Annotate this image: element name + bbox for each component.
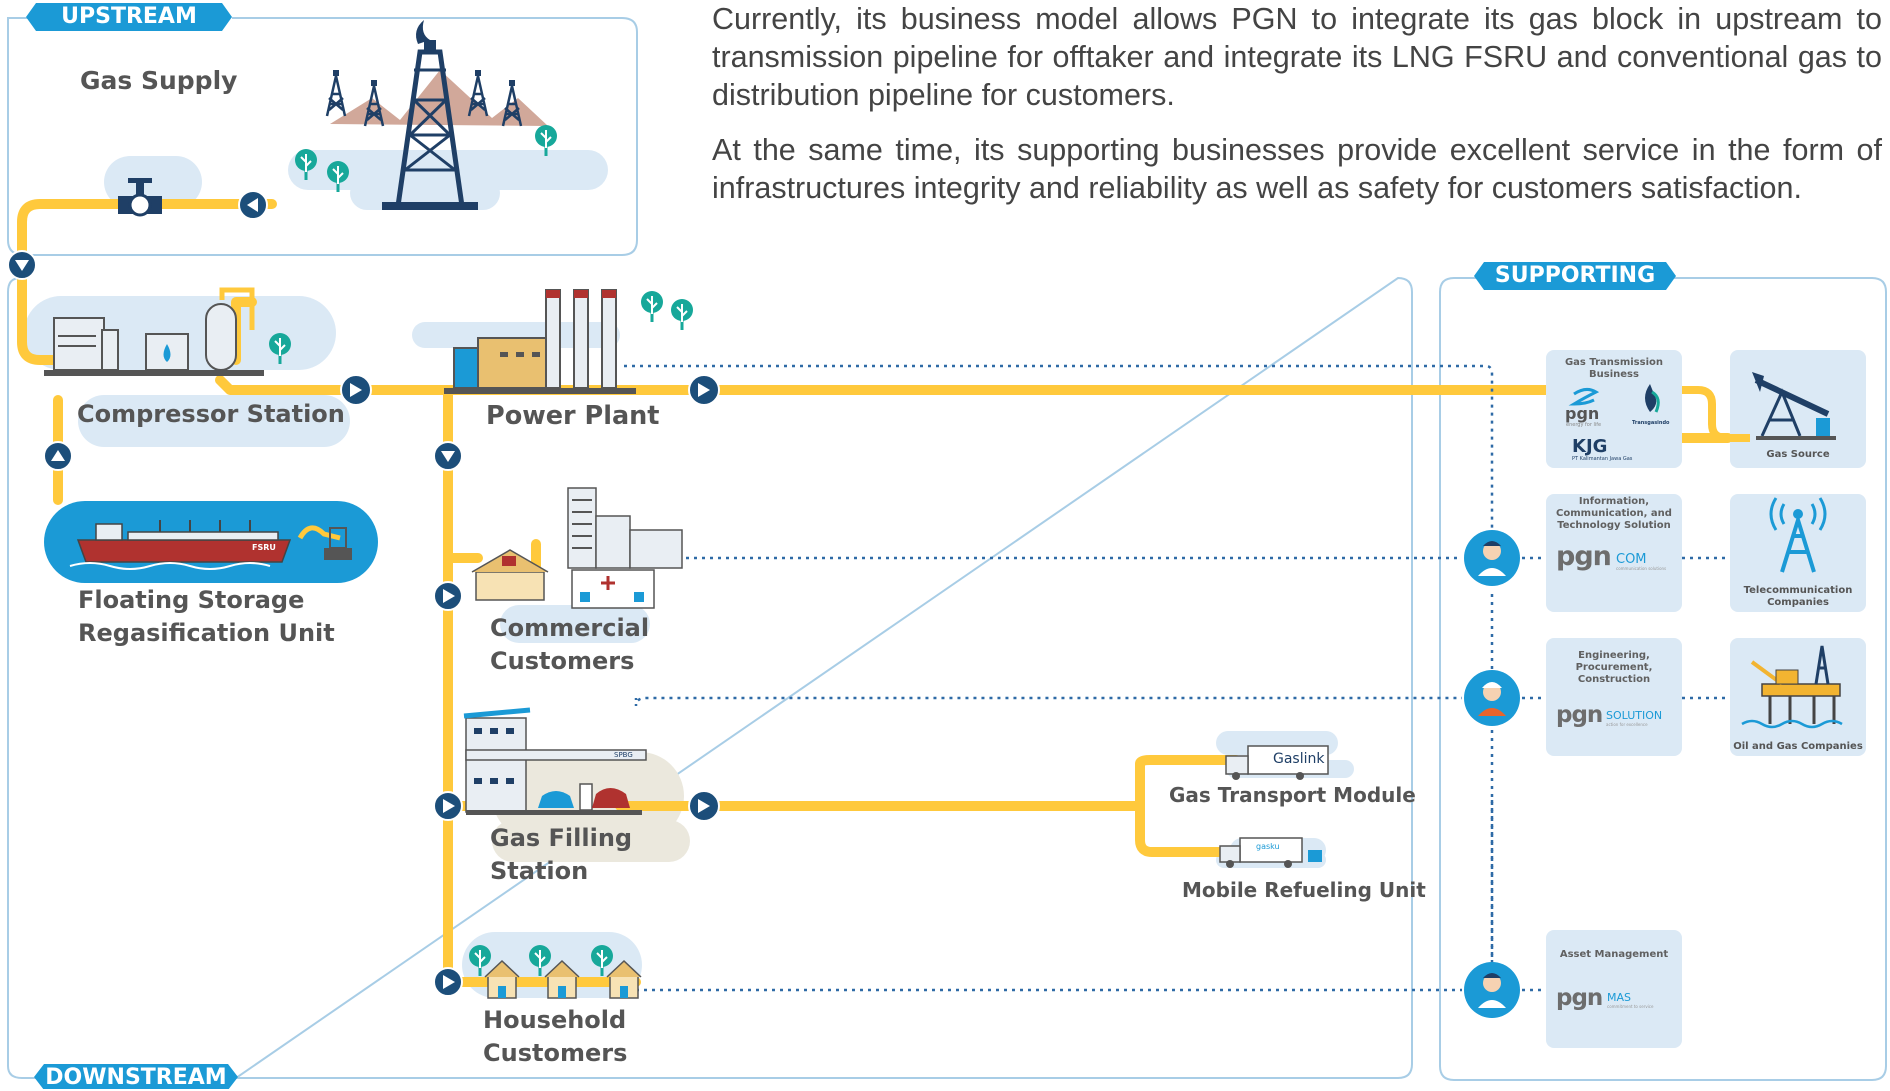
flow-arrow-left	[238, 190, 268, 220]
gaslink-truck-illustration	[1225, 745, 1329, 780]
pgnmas-tagline: commitment to service	[1607, 1004, 1654, 1009]
pgncom-suffix: COM	[1616, 552, 1647, 567]
fsru-hull-text: FSRU	[252, 543, 276, 552]
flow-arrow-down-upstream	[7, 250, 37, 280]
gas-source-label: Gas Source	[1766, 449, 1830, 460]
background-blobs	[24, 150, 1354, 998]
intro-text: Currently, its business model allows PGN…	[712, 0, 1882, 224]
pgnsolution-tagline: action for excellence	[1606, 722, 1648, 727]
transgasindo-logo-icon	[1645, 384, 1660, 413]
pgnmas-brand: pgn	[1556, 985, 1603, 1011]
transmission-card-title: Gas Transmission Business	[1564, 357, 1664, 380]
supporting-badge	[1474, 262, 1676, 290]
spbg-sign-text: SPBG	[614, 751, 633, 759]
service-dotted-lines	[624, 364, 1730, 1018]
flow-arrow-right-transport	[688, 790, 720, 822]
mobile-refueling-unit-label: Mobile Refueling Unit	[1182, 878, 1426, 902]
commercial-customers-label: Commercial Customers	[490, 614, 650, 675]
downstream-badge	[34, 1064, 238, 1089]
downstream-frame	[7, 276, 1413, 1079]
flow-arrow-right-commercial	[433, 581, 463, 611]
flow-arrow-up-fsru	[43, 441, 73, 471]
pgncom-tagline: communication solutions	[1616, 566, 1667, 571]
intro-paragraph-1: Currently, its business model allows PGN…	[712, 2, 1882, 112]
commercial-buildings-illustration	[471, 487, 683, 609]
power-plant-label: Power Plant	[486, 401, 660, 431]
telecommunication-companies-label: Telecommunication Companies	[1743, 585, 1853, 608]
flow-arrow-down-distribution	[433, 441, 463, 471]
downstream-label: DOWNSTREAM	[45, 1065, 227, 1090]
fsru-label: Floating Storage Regasification Unit	[78, 586, 335, 647]
pgnmas-suffix: MAS	[1607, 991, 1631, 1004]
gas-transport-module-label: Gas Transport Module	[1169, 783, 1416, 807]
valve-icon	[118, 178, 162, 217]
flow-arrow-right-household	[433, 967, 463, 997]
power-plant-illustration	[444, 289, 694, 394]
supporting-frame	[1439, 277, 1887, 1081]
gasku-truck-text: gasku	[1256, 842, 1280, 851]
gas-field-illustration	[294, 20, 558, 210]
pgn-wordmark: pgn	[1565, 404, 1600, 423]
flow-arrow-right-transmission	[688, 374, 720, 406]
gas-filling-station-label: Gas Filling Station	[490, 824, 633, 885]
mobile-refueling-truck-illustration	[1219, 837, 1322, 868]
support-staff-icon-ict	[1464, 530, 1520, 586]
pipeline-into-gas-source	[1682, 386, 1750, 442]
offshore-platform-icon	[1741, 645, 1843, 729]
oil-and-gas-companies-label: Oil and Gas Companies	[1733, 741, 1863, 752]
ict-card-title: Information, Communication, and Technolo…	[1556, 496, 1672, 531]
upstream-label: UPSTREAM	[61, 4, 197, 29]
supporting-label: SUPPORTING	[1494, 263, 1656, 288]
pgncom-brand: pgn	[1556, 541, 1612, 572]
upstream-badge	[26, 3, 232, 31]
flow-arrow-right-compressor	[340, 374, 372, 406]
telecom-tower-icon	[1769, 497, 1827, 573]
pgn-logo-icon	[1568, 387, 1600, 406]
gas-filling-station-illustration	[463, 707, 647, 815]
asset-card-title: Asset Management	[1559, 949, 1669, 960]
intro-paragraph-2: At the same time, its supporting busines…	[712, 133, 1882, 205]
compressor-station-label: Compressor Station	[77, 400, 345, 428]
pump-jack-icon	[1752, 372, 1836, 440]
gaslink-truck-text: Gaslink	[1273, 751, 1325, 767]
support-staff-icon-epc	[1464, 670, 1520, 726]
kjg-subtitle: PT Kalimantan Jawa Gas	[1572, 456, 1633, 462]
gas-supply-label: Gas Supply	[80, 66, 238, 95]
epc-card-title: Engineering, Procurement, Construction	[1575, 650, 1653, 685]
fsru-hose	[297, 525, 341, 541]
pgn-tagline: energy for life	[1566, 422, 1602, 428]
pgnsolution-suffix: SOLUTION	[1606, 709, 1663, 722]
compressor-station-illustration	[44, 287, 292, 376]
support-staff-icon-asset	[1464, 962, 1520, 1018]
flow-arrow-right-filling	[433, 791, 463, 821]
transgasindo-wordmark: Transgasindo	[1632, 420, 1670, 426]
upstream-frame	[6, 17, 638, 256]
pgnsolution-brand: pgn	[1556, 702, 1603, 728]
kjg-wordmark: KJG	[1572, 436, 1608, 457]
household-customers-label: Household Customers	[483, 1006, 628, 1067]
fsru-ship-illustration	[69, 520, 352, 570]
